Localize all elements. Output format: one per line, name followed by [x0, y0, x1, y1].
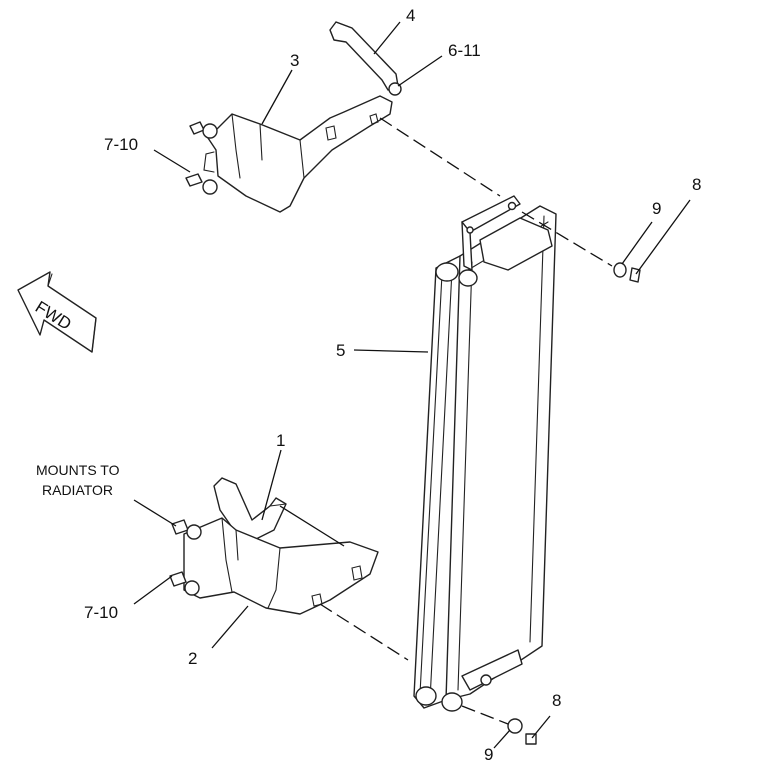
washer-9-top	[613, 262, 627, 278]
leader-3	[261, 69, 293, 125]
washer-9-bottom	[507, 718, 523, 734]
leader-8-top	[635, 199, 691, 275]
fwd-arrow-icon: FWD	[17, 271, 97, 353]
callout-9-top: 9	[652, 199, 661, 218]
callout-3: 3	[290, 51, 299, 70]
alignment-line-upper	[379, 117, 501, 197]
callout-8-bottom: 8	[552, 691, 561, 710]
callout-7-10-top: 7-10	[104, 135, 138, 154]
leader-9-top	[621, 221, 653, 265]
lower-bracket	[183, 517, 379, 615]
lower-bolt-top	[171, 519, 202, 540]
upper-bolt-bottom	[185, 173, 218, 195]
alignment-line-right-bottom	[461, 705, 509, 725]
lower-bolt-bottom	[169, 571, 200, 596]
leader-mounts-to-radiator	[133, 499, 177, 527]
alignment-line-lower	[319, 603, 409, 661]
callout-6-11: 6-11	[448, 41, 481, 60]
radiator-core	[413, 195, 557, 712]
leader-1	[261, 449, 282, 521]
callout-1: 1	[276, 431, 285, 450]
leader-7-10-bottom	[133, 575, 173, 605]
upper-bolt-top	[189, 121, 218, 139]
note-radiator: RADIATOR	[42, 482, 113, 498]
callout-8-top: 8	[692, 175, 701, 194]
leader-7-10-top	[153, 149, 191, 173]
callout-4: 4	[406, 6, 415, 25]
leader-2	[211, 605, 249, 649]
leader-6-11	[397, 55, 443, 87]
alignment-line-right-top	[521, 211, 613, 267]
upper-handle	[329, 21, 399, 91]
leader-8-bottom	[531, 715, 551, 739]
callout-9-bottom: 9	[484, 745, 493, 760]
leader-5	[353, 349, 429, 353]
alignment-line-handle	[279, 505, 345, 547]
leader-9-bottom	[493, 729, 511, 749]
callout-2: 2	[188, 649, 197, 668]
note-mounts-to: MOUNTS TO	[36, 462, 120, 478]
callout-7-10-bottom: 7-10	[84, 603, 118, 622]
upper-bracket	[203, 95, 393, 213]
callout-5: 5	[336, 341, 345, 360]
leader-4	[373, 21, 401, 55]
